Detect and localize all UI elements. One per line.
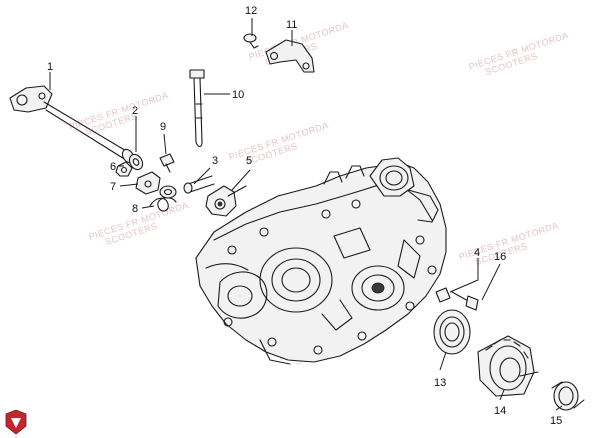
callout-6: 6 [110,161,116,173]
part-9-bolt [159,153,175,173]
part-14-gear [477,335,539,397]
part-4-washer [435,287,451,303]
callout-13: 13 [434,377,446,389]
callout-3: 3 [212,155,218,167]
callout-14: 14 [494,405,506,417]
callout-8: 8 [132,203,138,215]
callout-5: 5 [246,155,252,167]
part-6-nut [115,161,133,177]
part-2-washer [128,153,144,171]
brand-logo [5,409,27,435]
part-5-stopper [205,185,247,217]
part-16-bolt [451,291,479,311]
part-3-rod [183,175,215,194]
part-13-oil-seal [433,309,471,355]
part-11-bracket [265,39,315,73]
callout-15: 15 [550,415,562,427]
crankcase-body [195,157,447,365]
callout-2: 2 [132,105,138,117]
part-15-sleeve [551,381,585,411]
callout-12: 12 [245,5,257,17]
part-8-spring [149,185,177,212]
callout-16: 16 [494,251,506,263]
callout-11: 11 [286,19,297,31]
callout-7: 7 [110,181,116,193]
part-10-pin [189,69,205,148]
callout-labels: 1 2 3 4 5 6 7 8 9 10 11 12 13 14 15 16 [47,5,562,427]
callout-10: 10 [232,89,244,101]
part-7-shift-arm [135,171,161,195]
callout-4: 4 [474,247,480,259]
callout-1: 1 [47,61,53,73]
leader-lines [49,18,563,411]
callout-9: 9 [160,121,166,133]
part-1-shift-shaft [9,85,135,164]
part-12-screw [243,33,259,49]
